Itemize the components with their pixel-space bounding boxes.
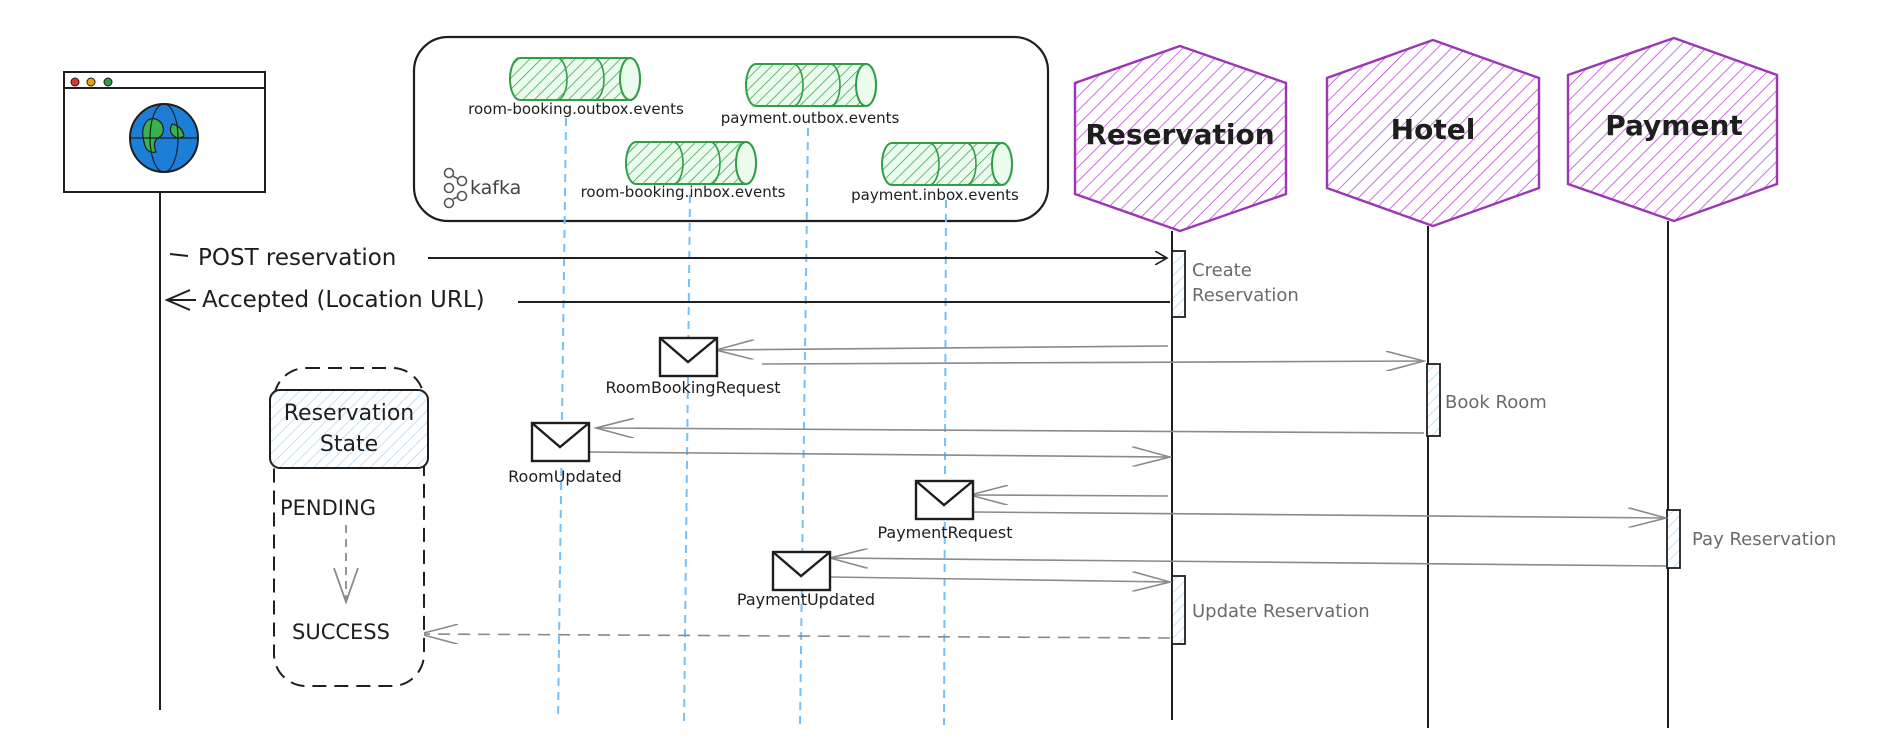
flow-update-to-success — [420, 634, 1171, 638]
create-reservation-label-2: Reservation — [1192, 285, 1299, 306]
accepted-label: Accepted (Location URL) — [202, 287, 485, 313]
lane-payment-inbox — [943, 199, 947, 726]
envelope-icon — [658, 336, 719, 378]
topic-room-booking-inbox: room-booking.inbox.events — [581, 141, 786, 201]
flow-payment-request-to-payment — [973, 512, 1666, 518]
browser-globe-icon — [129, 103, 199, 173]
state-pending: PENDING — [280, 496, 376, 520]
client-request: POST reservation — [169, 245, 1167, 271]
client-participant — [63, 71, 266, 710]
topic-label: room-booking.outbox.events — [468, 100, 684, 118]
post-reservation-label: POST reservation — [198, 245, 396, 271]
topic-label: payment.outbox.events — [721, 109, 900, 127]
activation-update-reservation: Update Reservation — [1171, 575, 1370, 645]
book-room-label: Book Room — [1445, 392, 1547, 413]
service-reservation: Reservation — [1073, 44, 1288, 720]
activation-create-reservation: Create Reservation — [1171, 250, 1299, 318]
lane-payment-outbox — [799, 127, 809, 726]
topic-label: payment.inbox.events — [851, 186, 1019, 204]
topic-payment-inbox: payment.inbox.events — [851, 142, 1019, 204]
envelope-icon — [771, 550, 832, 592]
window-minimize-dot-icon — [86, 77, 96, 87]
activation-pay-reservation: Pay Reservation — [1666, 509, 1836, 569]
state-title-box — [269, 389, 429, 469]
message-label: RoomBookingRequest — [605, 378, 780, 397]
window-maximize-dot-icon — [103, 77, 113, 87]
message-payment-updated: PaymentUpdated — [737, 550, 875, 609]
envelope-icon — [530, 421, 591, 463]
message-flows — [420, 346, 1666, 638]
state-title-line1: Reservation — [284, 401, 415, 426]
flow-payment-updated-to-reservation — [829, 577, 1170, 582]
message-label: RoomUpdated — [508, 467, 622, 486]
update-reservation-label: Update Reservation — [1192, 601, 1370, 622]
flow-room-booking-request-to-hotel — [761, 361, 1424, 364]
service-name: Reservation — [1085, 118, 1274, 151]
client-response: Accepted (Location URL) — [164, 287, 1170, 313]
message-label: PaymentUpdated — [737, 590, 875, 609]
envelope-icon — [914, 479, 975, 521]
service-hotel: Hotel — [1325, 38, 1541, 728]
message-label: PaymentRequest — [877, 523, 1012, 542]
flow-payment-to-payment-updated — [830, 558, 1667, 566]
topic-label: room-booking.inbox.events — [581, 183, 786, 201]
topic-room-booking-outbox: room-booking.outbox.events — [468, 57, 684, 118]
message-room-booking-request: RoomBookingRequest — [605, 336, 781, 397]
reservation-state-box: Reservation State PENDING SUCCESS — [269, 367, 429, 687]
topic-payment-outbox: payment.outbox.events — [721, 63, 900, 127]
service-hexagon — [1566, 36, 1779, 223]
service-name: Payment — [1605, 109, 1743, 142]
window-close-dot-icon — [70, 77, 80, 87]
service-payment: Payment — [1566, 36, 1779, 728]
message-room-updated: RoomUpdated — [508, 421, 622, 486]
kafka-logo-icon — [443, 167, 468, 209]
service-name: Hotel — [1391, 113, 1476, 146]
lane-room-booking-outbox — [557, 117, 567, 721]
service-hexagon — [1325, 38, 1541, 228]
pay-reservation-label: Pay Reservation — [1692, 529, 1836, 550]
activation-book-room: Book Room — [1426, 363, 1547, 437]
kafka-logo-label: kafka — [470, 177, 521, 199]
flow-reservation-to-payment-request — [970, 495, 1169, 496]
state-title-line2: State — [320, 432, 378, 457]
flow-hotel-to-room-updated — [596, 428, 1425, 433]
state-transition-arrowhead — [333, 567, 359, 605]
state-success: SUCCESS — [292, 620, 390, 644]
service-hexagon — [1073, 44, 1288, 233]
create-reservation-label: Create — [1192, 260, 1252, 281]
flow-reservation-to-room-booking-request — [716, 346, 1169, 350]
message-payment-request: PaymentRequest — [877, 479, 1013, 542]
lane-room-booking-inbox — [683, 194, 691, 726]
flow-room-updated-to-reservation — [589, 452, 1170, 457]
